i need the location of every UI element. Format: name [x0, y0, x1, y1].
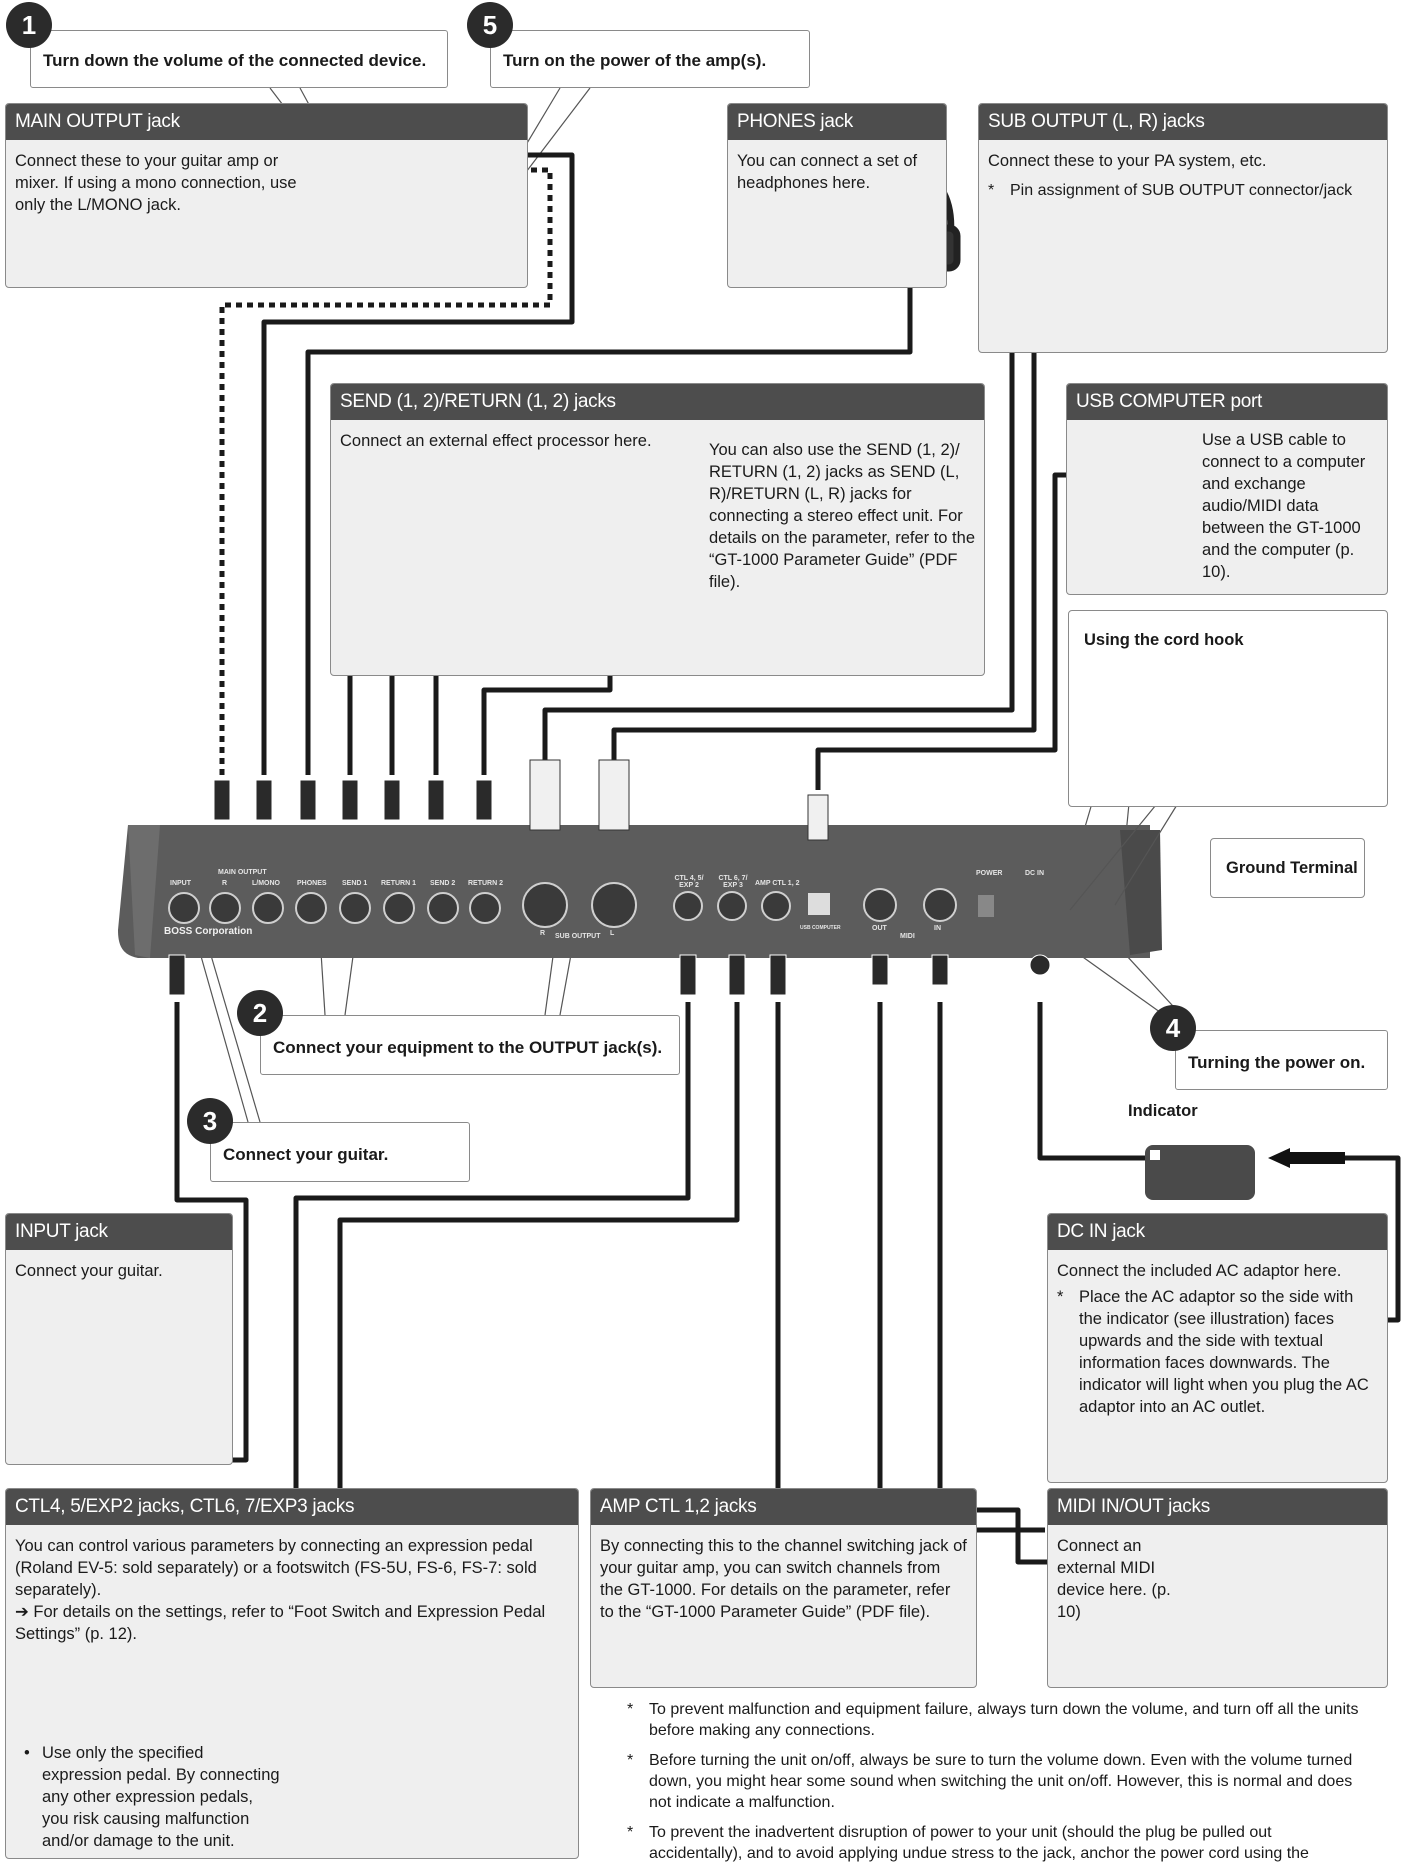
gt1000-rear-panel — [118, 825, 1162, 958]
label-l-mono: L/MONO — [252, 880, 280, 887]
label-usb: USB COMPUTER — [800, 925, 841, 931]
send-return-body: Connect an external effect processor her… — [340, 432, 652, 450]
ctl-ref: ➔ For details on the settings, refer to … — [15, 1603, 546, 1643]
dc-in-panel: DC IN jack Connect the included AC adapt… — [1047, 1213, 1388, 1483]
note-3: * To prevent the inadvertent disruption … — [627, 1824, 1309, 1862]
label-dcin: DC IN — [1025, 870, 1045, 877]
send-return-side-text: You can also use the SEND (1, 2)/ RETURN… — [709, 441, 975, 591]
label-out: OUT — [872, 925, 887, 932]
usb-body: Use a USB cable to connect to a computer… — [1202, 431, 1366, 581]
label-sub-output: SUB OUTPUT — [555, 933, 601, 940]
note-2: * Before turning the unit on/off, always… — [627, 1752, 1353, 1811]
label-phones: PHONES — [297, 880, 327, 887]
step2-callout: Connect your equipment to the OUTPUT jac… — [260, 1015, 680, 1075]
send-return-panel: SEND (1, 2)/RETURN (1, 2) jacks Connect … — [330, 383, 985, 676]
step5-text: Turn on the power of the amp(s). — [503, 51, 767, 70]
usb-panel: USB COMPUTER port Use a USB cable to con… — [1066, 383, 1388, 595]
step4-badge: 4 — [1150, 1005, 1196, 1051]
label-ctl67: CTL 6, 7/ EXP 3 — [718, 875, 748, 889]
step1-text: Turn down the volume of the connected de… — [43, 51, 427, 70]
ctl-body: You can control various parameters by co… — [15, 1537, 537, 1599]
input-title: INPUT jack — [6, 1214, 232, 1250]
label-main-output: MAIN OUTPUT — [218, 869, 267, 876]
brand-label: BOSS Corporation — [164, 926, 253, 937]
label-midi: MIDI — [900, 933, 915, 940]
midi-body: Connect an external MIDI device here. (p… — [1057, 1537, 1171, 1621]
ctl-title: CTL4, 5/EXP2 jacks, CTL6, 7/EXP3 jacks — [6, 1489, 578, 1525]
midi-panel: MIDI IN/OUT jacks Connect an external MI… — [1047, 1488, 1388, 1688]
ctl-panel: CTL4, 5/EXP2 jacks, CTL6, 7/EXP3 jacks Y… — [5, 1488, 579, 1859]
label-r: R — [222, 880, 228, 887]
usb-title: USB COMPUTER port — [1067, 384, 1387, 420]
amp-ctl-title: AMP CTL 1,2 jacks — [591, 1489, 976, 1525]
label-send2: SEND 2 — [430, 880, 456, 887]
label-power: POWER — [976, 870, 1003, 877]
label-ampctl: AMP CTL 1, 2 — [755, 880, 800, 887]
sub-output-note: * Pin assignment of SUB OUTPUT connector… — [988, 182, 1353, 199]
label-ctl45: CTL 4, 5/ EXP 2 — [674, 875, 704, 889]
sub-output-panel: SUB OUTPUT (L, R) jacks Connect these to… — [978, 103, 1388, 353]
input-body: Connect your guitar. — [15, 1262, 163, 1280]
dc-in-body: Connect the included AC adaptor here. — [1057, 1262, 1342, 1280]
main-output-panel: MAIN OUTPUT jack Connect these to your g… — [5, 103, 528, 288]
send-return-title: SEND (1, 2)/RETURN (1, 2) jacks — [331, 384, 984, 420]
step2-text: Connect your equipment to the OUTPUT jac… — [273, 1038, 663, 1057]
phones-body: You can connect a set of headphones here… — [737, 152, 918, 192]
input-panel: INPUT jack Connect your guitar. — [5, 1213, 233, 1465]
label-in: IN — [934, 925, 941, 932]
step1-callout: Turn down the volume of the connected de… — [30, 30, 448, 88]
step1-badge: 1 — [6, 2, 52, 48]
step4-text: Turning the power on. — [1188, 1053, 1366, 1072]
label-return1: RETURN 1 — [381, 880, 417, 887]
step5-badge: 5 — [467, 2, 513, 48]
cord-hook-dcin-label: DC IN — [1207, 683, 1232, 693]
label-sub-l: L — [610, 930, 615, 937]
dc-in-title: DC IN jack — [1048, 1214, 1387, 1250]
cord-hook-title: Using the cord hook — [1084, 631, 1244, 649]
step3-text: Connect your guitar. — [223, 1145, 389, 1164]
dc-in-note: * Place the AC adaptor so the side with … — [1057, 1288, 1369, 1416]
amp-ctl-body: By connecting this to the channel switch… — [600, 1537, 967, 1621]
note-star: * — [988, 182, 995, 199]
note-1: * To prevent malfunction and equipment f… — [627, 1701, 1359, 1739]
step4-callout: Turning the power on. — [1175, 1030, 1388, 1090]
ac-adaptor-drawing — [1145, 1145, 1345, 1200]
ctl-bullet: • Use only the specified expression peda… — [24, 1744, 280, 1850]
label-return2: RETURN 2 — [468, 880, 504, 887]
midi-title: MIDI IN/OUT jacks — [1048, 1489, 1387, 1525]
label-send1: SEND 1 — [342, 880, 368, 887]
sub-output-body: Connect these to your PA system, etc. — [988, 152, 1267, 170]
step5-callout: Turn on the power of the amp(s). — [490, 30, 810, 88]
label-input: INPUT — [170, 880, 191, 887]
step3-badge: 3 — [187, 1098, 233, 1144]
step3-callout: Connect your guitar. — [210, 1122, 470, 1182]
phones-panel: PHONES jack You can connect a set of hea… — [727, 103, 947, 288]
cord-hook-box: Using the cord hook DC IN USE ROLAND PSB… — [1068, 610, 1388, 807]
cable-plugs — [168, 759, 1051, 996]
main-output-title: MAIN OUTPUT jack — [6, 104, 527, 140]
amp-ctl-panel: AMP CTL 1,2 jacks By connecting this to … — [590, 1488, 977, 1688]
indicator-label: Indicator — [1128, 1102, 1198, 1120]
step2-badge: 2 — [237, 990, 283, 1036]
ground-terminal-label: Ground Terminal — [1226, 859, 1358, 877]
main-output-body: Connect these to your guitar amp or mixe… — [15, 152, 297, 214]
label-sub-r: R — [540, 930, 546, 937]
sub-output-title: SUB OUTPUT (L, R) jacks — [979, 104, 1387, 140]
note-star: * — [1057, 1288, 1064, 1306]
phones-title: PHONES jack — [728, 104, 946, 140]
cord-hook-adaptor-label: USE ROLAND PSB-1U ADAPTOR ONLY — [1205, 751, 1262, 764]
ground-terminal-box: Ground Terminal — [1210, 838, 1365, 898]
